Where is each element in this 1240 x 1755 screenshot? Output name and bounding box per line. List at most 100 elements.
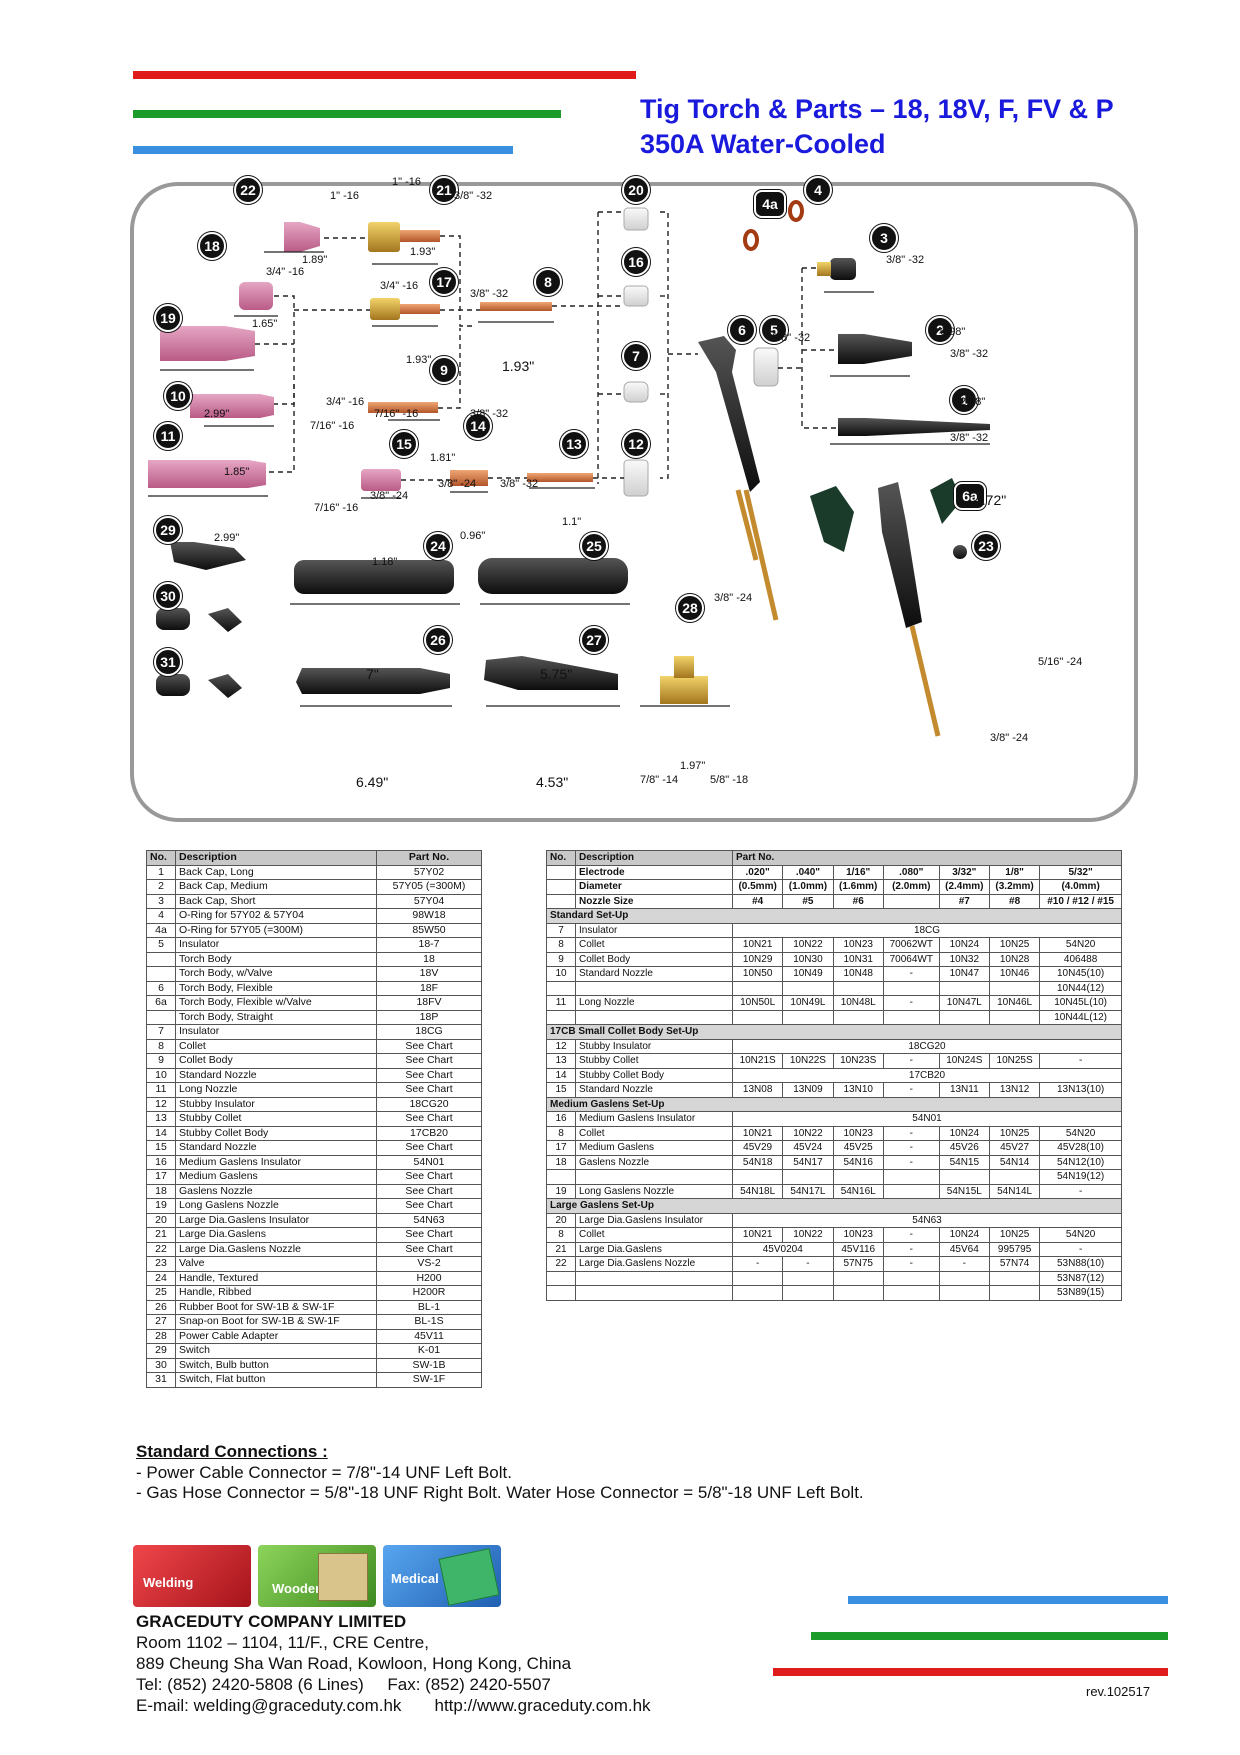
spec-label: Nozzle Size <box>575 893 733 909</box>
cell-part-no: 57N74 <box>988 1256 1041 1272</box>
col-part-no: Part No. <box>376 850 482 866</box>
switch-29-shape <box>170 542 246 570</box>
address-line-2: 889 Cheung Sha Wan Road, Kowloon, Hong K… <box>136 1654 572 1673</box>
parts-diagram-art <box>148 200 990 737</box>
back-cap-3-thread <box>817 262 831 276</box>
email-website[interactable]: E-mail: welding@graceduty.com.hk http://… <box>136 1696 651 1715</box>
cell-part-no: 18FV <box>376 995 482 1011</box>
cell-part-no: 54N15 <box>938 1154 990 1170</box>
oring-4a-shape <box>743 229 759 251</box>
badge-20: 20 <box>622 176 650 204</box>
connection-line: - Power Cable Connector = 7/8"-14 UNF Le… <box>136 1463 512 1482</box>
cell-description: Medium Gaslens Insulator <box>575 1111 733 1127</box>
welding-tile[interactable]: Welding <box>133 1545 251 1607</box>
wooden-tile[interactable]: Wooden <box>258 1545 376 1607</box>
cell-part-no: 54N18L <box>731 1183 784 1199</box>
cell-part-no: 45V27 <box>988 1140 1041 1156</box>
badge-2: 2 <box>926 316 954 344</box>
cell-no: 18 <box>546 1154 576 1170</box>
cell-part-no: 45V24 <box>782 1140 834 1156</box>
cell-no: 6a <box>146 995 176 1011</box>
spec-value: .040" <box>782 864 834 880</box>
spec-value: (2.4mm) <box>938 879 990 895</box>
cell-part-no <box>882 980 940 996</box>
cell-part-no: 10N23 <box>832 1227 884 1243</box>
gaslens-17-tail <box>400 304 440 314</box>
cell-part-no: H200 <box>376 1270 482 1286</box>
dim-label: 1.1" <box>562 516 582 528</box>
cell-part-no <box>782 1169 834 1185</box>
cell-no: 31 <box>146 1372 176 1388</box>
dim-label: 3/8" -32 <box>772 332 811 344</box>
cell-no: 5 <box>146 937 176 953</box>
cell-no: 22 <box>546 1256 576 1272</box>
cell-description: Gaslens Nozzle <box>175 1183 377 1199</box>
cell-no: 4 <box>146 908 176 924</box>
cell-no: 19 <box>546 1183 576 1199</box>
cell-no <box>546 879 576 895</box>
cell-part-no: See Chart <box>376 1140 482 1156</box>
dim-label: 3/8" -32 <box>454 190 493 202</box>
cell-part-no: 13N11 <box>938 1082 990 1098</box>
spec-value: #10 / #12 / #15 <box>1039 893 1122 909</box>
torch-6-hose <box>743 489 779 621</box>
cell-description: Medium Gaslens <box>175 1169 377 1185</box>
spec-value: #7 <box>938 893 990 909</box>
header-stripe-green <box>133 110 561 118</box>
cell-part-no: 10N46L <box>988 995 1041 1011</box>
badge-7: 7 <box>622 342 650 370</box>
cell-description: Power Cable Adapter <box>175 1328 377 1344</box>
cell-part-no <box>731 1169 784 1185</box>
table-row: 53N87(12) <box>546 1270 1122 1286</box>
dim-label: 1.93" <box>410 246 436 258</box>
medical-tile[interactable]: Medical <box>383 1545 501 1607</box>
group-header-row: 17CB Small Collet Body Set-Up <box>546 1024 1122 1040</box>
cell-part-no: 10N23 <box>832 1125 884 1141</box>
cell-no: 17 <box>146 1169 176 1185</box>
cell-part-no <box>832 1009 884 1025</box>
cell-part-no: 18CG20 <box>732 1038 1122 1054</box>
table-row: 10N44(12) <box>546 980 1122 996</box>
cell-no: 22 <box>146 1241 176 1257</box>
cell-no <box>146 966 176 982</box>
cell-part-no <box>731 1009 784 1025</box>
cell-part-no: See Chart <box>376 1038 482 1054</box>
cell-part-no <box>938 1169 990 1185</box>
dim-label: 3/8" -24 <box>438 478 477 490</box>
valve-23-shape <box>953 545 967 559</box>
cell-part-no: 70062WT <box>882 937 940 953</box>
insulator-7-shape <box>623 381 649 403</box>
cell-description: Large Dia.Gaslens <box>575 1241 733 1257</box>
cell-no: 19 <box>146 1198 176 1214</box>
cell-part-no: 10N23 <box>832 937 884 953</box>
spec-value: #4 <box>731 893 784 909</box>
page-title: Tig Torch & Parts – 18, 18V, F, FV & P <box>640 94 1114 124</box>
spec-value: (1.6mm) <box>832 879 884 895</box>
cell-part-no: 10N22 <box>782 1227 834 1243</box>
insulator-20-shape <box>623 207 649 231</box>
cell-part-no: - <box>882 1082 940 1098</box>
badge-19: 19 <box>154 304 182 332</box>
cell-part-no: 18CG20 <box>376 1096 482 1112</box>
badge-26: 26 <box>424 626 452 654</box>
table-row: 53N89(15) <box>546 1285 1122 1301</box>
cell-part-no: 54N15L <box>938 1183 990 1199</box>
cell-part-no: 54N01 <box>732 1111 1122 1127</box>
cell-part-no: 10N24 <box>938 1227 990 1243</box>
parts-diagram: 22 21 20 4 4a 3 18 17 8 16 6 5 2 19 7 10… <box>130 176 1138 822</box>
badge-6: 6 <box>728 316 756 344</box>
